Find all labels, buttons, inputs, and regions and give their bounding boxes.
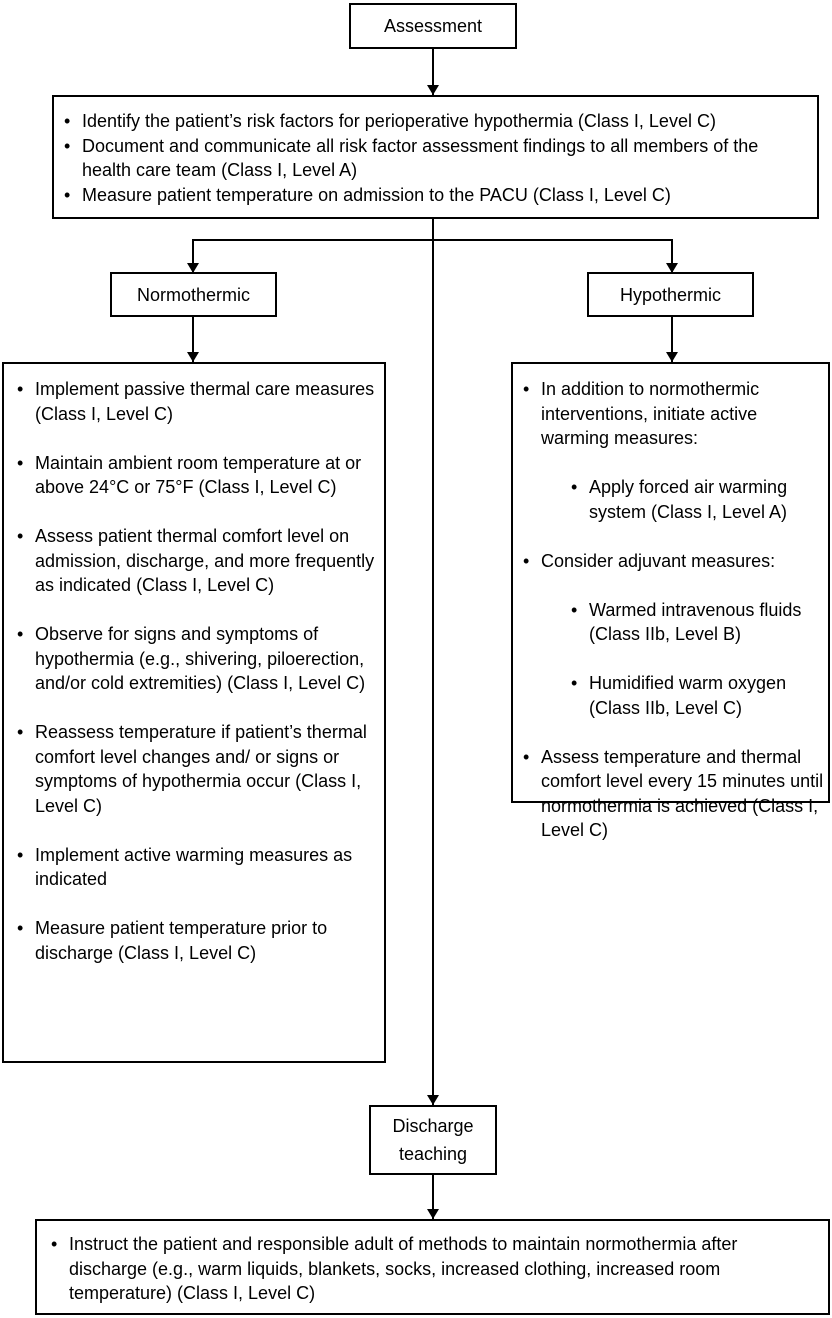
normothermic-box: Implement passive thermal care measures … [2,362,386,1063]
list-item: Humidified warm oxygen (Class IIb, Level… [571,671,828,720]
warming-sublist: Apply forced air warming system (Class I… [571,475,828,524]
list-item: Assess patient thermal comfort level on … [17,524,376,598]
adjuvant-item: Consider adjuvant measures: Warmed intra… [523,549,828,721]
hypothermic-intro-item: In addition to normothermic intervention… [523,377,828,524]
normothermic-list: Implement passive thermal care measures … [17,377,376,965]
list-item: Identify the patient’s risk factors for … [64,109,809,134]
list-item: Observe for signs and symptoms of hypoth… [17,622,376,696]
normothermic-label-box: Normothermic [110,272,277,317]
normothermic-label: Normothermic [136,284,251,305]
hypothermic-list: In addition to normothermic intervention… [523,377,828,843]
assessment-label-box: Assessment [349,3,517,49]
assessment-label: Assessment [383,16,483,36]
list-item: Measure patient temperature on admission… [64,183,809,208]
list-item: Implement passive thermal care measures … [17,377,376,426]
list-item: Assess temperature and thermal comfort l… [523,745,828,843]
list-item: Implement active warming measures as ind… [17,843,376,892]
list-item: Warmed intravenous fluids (Class IIb, Le… [571,598,828,647]
hypothermic-box: In addition to normothermic intervention… [511,362,830,840]
assessment-list: Identify the patient’s risk factors for … [64,109,809,207]
list-item: Reassess temperature if patient’s therma… [17,720,376,818]
assessment-box: Identify the patient’s risk factors for … [52,95,819,219]
hypothermic-label: Hypothermic [619,284,722,305]
discharge-list: Instruct the patient and responsible adu… [51,1232,820,1306]
discharge-box: Instruct the patient and responsible adu… [35,1219,830,1315]
discharge-label-line2: teaching [398,1144,468,1164]
list-item: Maintain ambient room temperature at or … [17,451,376,500]
hypothermic-label-box: Hypothermic [587,272,754,317]
discharge-label-box: Discharge teaching [369,1105,497,1175]
list-item: Apply forced air warming system (Class I… [571,475,828,524]
discharge-label-line1: Discharge [392,1116,474,1136]
list-item: Document and communicate all risk factor… [64,134,809,183]
list-item: Measure patient temperature prior to dis… [17,916,376,965]
adjuvant-intro: Consider adjuvant measures: [541,550,776,571]
adjuvant-sublist: Warmed intravenous fluids (Class IIb, Le… [571,598,828,721]
list-item: Instruct the patient and responsible adu… [51,1232,820,1306]
hypothermic-intro: In addition to normothermic intervention… [541,379,760,448]
